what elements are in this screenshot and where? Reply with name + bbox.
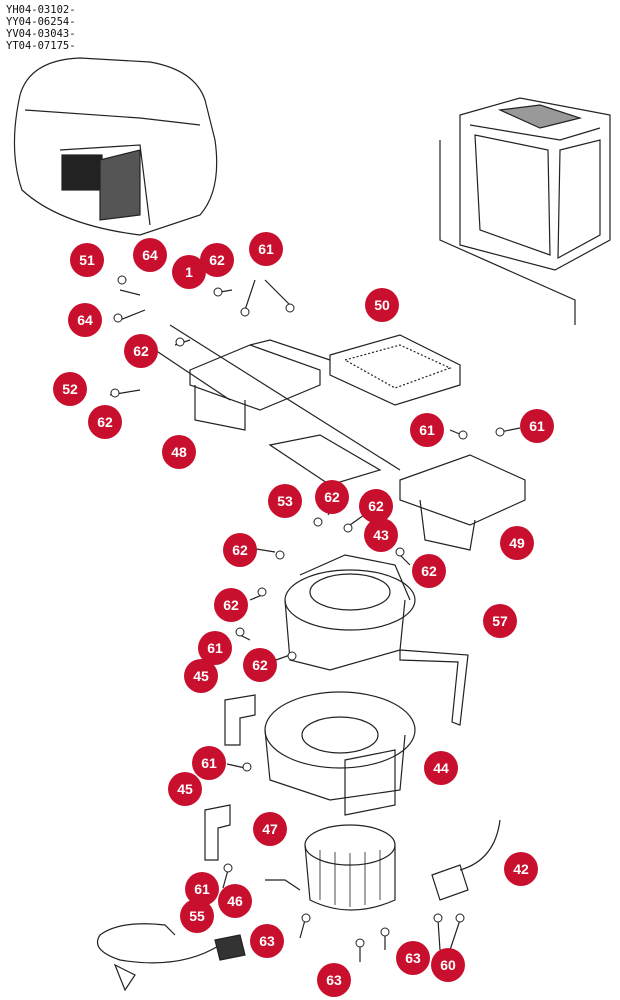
serial-range: YV04-03043-: [6, 28, 76, 40]
screw-icon: [213, 287, 223, 297]
unit-overview-illustration: [439, 97, 611, 325]
screw-icon: [495, 427, 505, 437]
screw-icon: [355, 938, 365, 948]
machine-overview-illustration: [13, 57, 218, 236]
bracket-45-upper: [224, 694, 256, 746]
screw-icon: [113, 313, 123, 323]
callout-61[interactable]: 61: [520, 409, 554, 443]
screw-icon: [313, 517, 323, 527]
harness-55-illustration: [96, 923, 221, 964]
callout-47[interactable]: 47: [253, 812, 287, 846]
callout-62[interactable]: 62: [243, 648, 277, 682]
callout-62[interactable]: 62: [200, 243, 234, 277]
screw-icon: [455, 913, 465, 923]
screw-icon: [285, 303, 295, 313]
callout-55[interactable]: 55: [180, 899, 214, 933]
gasket-57-illustration: [399, 649, 469, 726]
callout-61[interactable]: 61: [410, 413, 444, 447]
screw-icon: [235, 627, 245, 637]
callout-46[interactable]: 46: [218, 884, 252, 918]
callout-45[interactable]: 45: [184, 659, 218, 693]
housing-43-illustration: [284, 554, 416, 671]
screw-icon: [117, 275, 127, 285]
screw-icon: [343, 523, 353, 533]
callout-64[interactable]: 64: [133, 238, 167, 272]
callout-62[interactable]: 62: [223, 533, 257, 567]
callout-49[interactable]: 49: [500, 526, 534, 560]
screw-icon: [301, 913, 311, 923]
callout-48[interactable]: 48: [162, 435, 196, 469]
screw-icon: [110, 388, 120, 398]
callout-60[interactable]: 60: [431, 948, 465, 982]
screw-icon: [240, 307, 250, 317]
screw-icon: [275, 550, 285, 560]
callout-50[interactable]: 50: [365, 288, 399, 322]
callout-42[interactable]: 42: [504, 852, 538, 886]
callout-51[interactable]: 51: [70, 243, 104, 277]
serial-number-ranges: YH04-03102- YY04-06254- YV04-03043- YT04…: [6, 4, 76, 52]
callout-52[interactable]: 52: [53, 372, 87, 406]
housing-44-illustration: [264, 691, 416, 816]
resistor-42-illustration: [431, 864, 469, 901]
callout-61[interactable]: 61: [249, 232, 283, 266]
callout-62[interactable]: 62: [214, 588, 248, 622]
callout-61[interactable]: 61: [192, 746, 226, 780]
callout-43[interactable]: 43: [364, 518, 398, 552]
blower-motor-47-illustration: [304, 824, 396, 911]
filter-53-illustration: [268, 434, 382, 486]
callout-62[interactable]: 62: [88, 405, 122, 439]
callout-63[interactable]: 63: [250, 924, 284, 958]
screw-icon: [175, 337, 185, 347]
screw-icon: [223, 863, 233, 873]
callout-62[interactable]: 62: [315, 480, 349, 514]
screw-icon: [395, 547, 405, 557]
serial-range: YY04-06254-: [6, 16, 76, 28]
screw-icon: [242, 762, 252, 772]
callout-53[interactable]: 53: [268, 484, 302, 518]
callout-62[interactable]: 62: [124, 334, 158, 368]
screw-icon: [257, 587, 267, 597]
callout-57[interactable]: 57: [483, 604, 517, 638]
screw-icon: [287, 651, 297, 661]
callout-63[interactable]: 63: [396, 941, 430, 975]
bracket-45-lower: [204, 804, 231, 861]
callout-63[interactable]: 63: [317, 963, 351, 997]
callout-62[interactable]: 62: [359, 489, 393, 523]
callout-44[interactable]: 44: [424, 751, 458, 785]
filter-50-illustration: [329, 334, 461, 406]
serial-range: YH04-03102-: [6, 4, 76, 16]
callout-45[interactable]: 45: [168, 772, 202, 806]
callout-64[interactable]: 64: [68, 303, 102, 337]
screw-icon: [458, 430, 468, 440]
screw-icon: [380, 927, 390, 937]
callout-62[interactable]: 62: [412, 554, 446, 588]
screw-icon: [433, 913, 443, 923]
hose-46-illustration: [265, 879, 301, 891]
duct-49-illustration: [399, 454, 526, 526]
serial-range: YT04-07175-: [6, 40, 76, 52]
